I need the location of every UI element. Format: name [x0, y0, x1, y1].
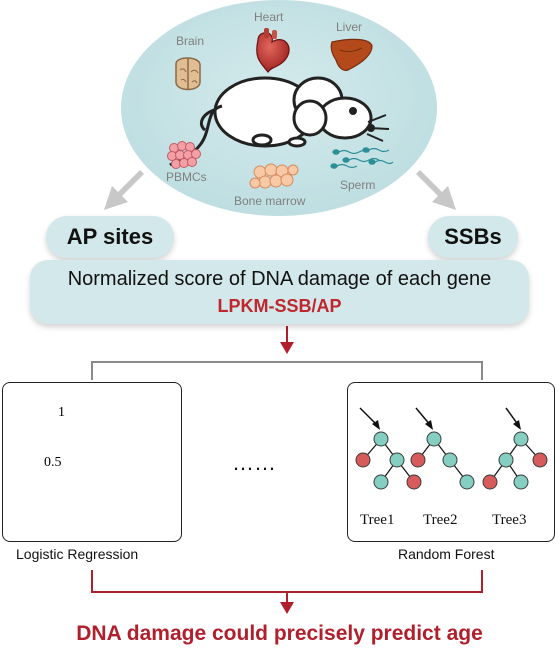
heart-label: Heart: [254, 10, 284, 24]
sperm-icon: [330, 147, 394, 169]
score-title: Normalized score of DNA damage of each g…: [67, 268, 492, 290]
brain-icon: [175, 57, 201, 91]
bone-marrow-icon: [249, 163, 299, 189]
arrow-to-ap-sites: [104, 170, 144, 210]
tree-3-icon: [482, 407, 548, 490]
pbmcs-label: PBMCs: [166, 170, 207, 184]
arrow-to-ssbs: [416, 170, 456, 210]
tree-3-label: Tree3: [492, 512, 527, 528]
tree-2-label: Tree2: [423, 512, 458, 528]
heart-icon: [256, 28, 290, 74]
ap-sites-pill: AP sites: [46, 216, 174, 258]
tree-1-icon: [355, 407, 422, 490]
random-forest-caption: Random Forest: [398, 546, 495, 562]
sperm-label: Sperm: [340, 178, 376, 192]
tick-label-1: 1: [58, 405, 65, 420]
red-down-arrow: [280, 326, 294, 354]
mouse-icon: [200, 76, 390, 148]
pbmcs-icon: [167, 141, 201, 169]
score-metric: LPKM-SSB/AP: [217, 296, 342, 316]
liver-icon: [330, 38, 373, 71]
tick-label-0-5: 0.5: [44, 455, 62, 470]
tree-1-label: Tree1: [360, 512, 395, 528]
score-box: Normalized score of DNA damage of each g…: [30, 260, 529, 324]
merge-bracket: [91, 570, 483, 614]
ssbs-label: SSBs: [444, 224, 502, 249]
bone-marrow-label: Bone marrow: [234, 194, 306, 208]
ap-sites-label: AP sites: [66, 224, 154, 249]
conclusion-text: DNA damage could precisely predict age: [76, 622, 483, 645]
tree-2-icon: [410, 407, 475, 490]
random-forest-panel: [347, 382, 555, 542]
liver-label: Liver: [336, 20, 363, 34]
branch-bracket: [91, 361, 483, 380]
ssbs-pill: SSBs: [428, 216, 518, 258]
logistic-regression-panel: [2, 382, 182, 542]
brain-label: Brain: [176, 34, 205, 48]
logistic-regression-caption: Logistic Regression: [16, 546, 139, 562]
ellipsis: ……: [232, 450, 276, 475]
